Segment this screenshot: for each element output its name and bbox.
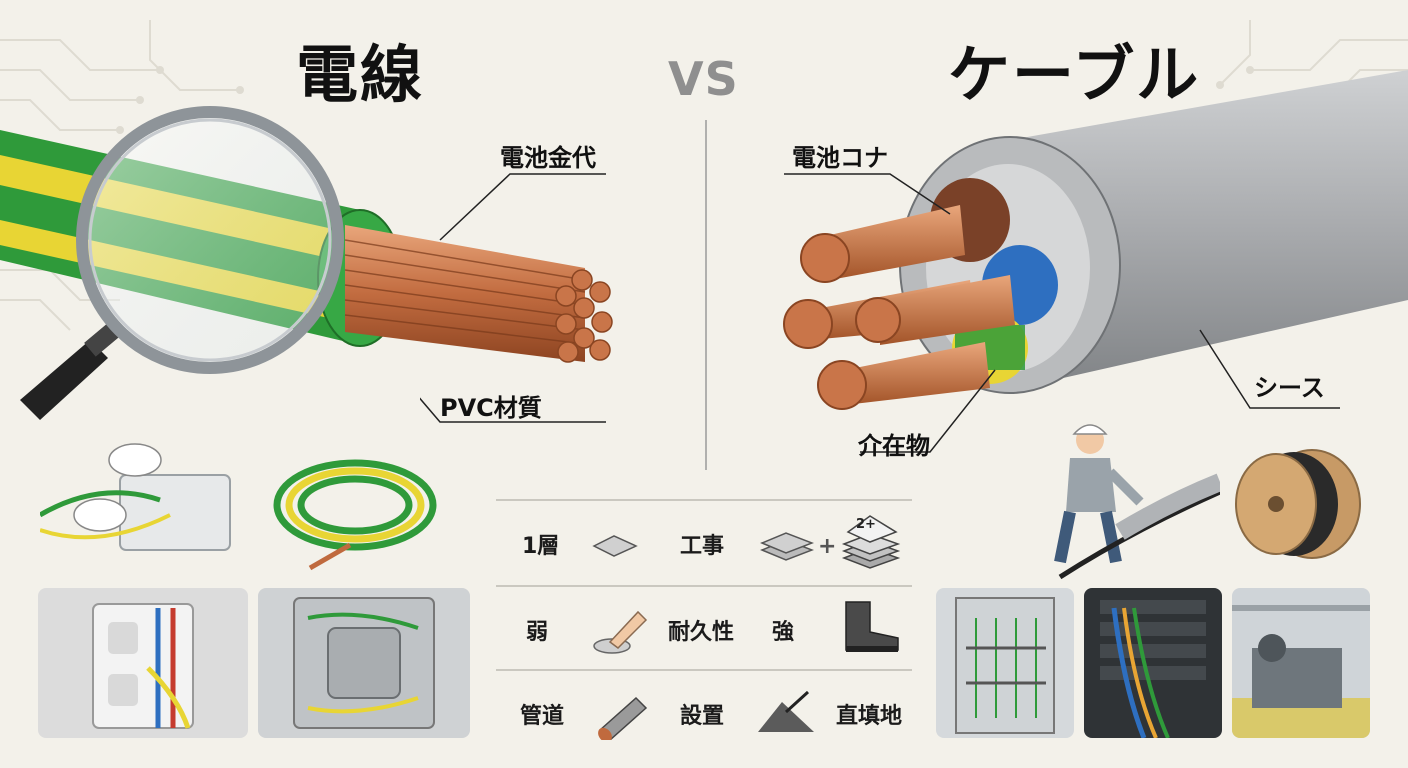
junction-box-hands-picture — [40, 443, 231, 551]
cable-sheath-callout: シース — [1254, 374, 1325, 402]
factory-machinery-photo — [1232, 588, 1370, 738]
switchgear-photo — [936, 588, 1074, 738]
wire-callout-lines — [420, 173, 606, 423]
row3-left-label: 管道 — [520, 704, 565, 729]
worker-pulling-cable-picture — [1054, 424, 1220, 580]
row2-center-label: 耐久性 — [668, 620, 735, 645]
work-boot-icon — [845, 601, 899, 652]
comparison-table-rules — [496, 499, 912, 671]
row1-center-label: 工事 — [680, 534, 725, 559]
row2-right-label: 強 — [772, 620, 795, 645]
row1-plus-sign: + — [818, 534, 837, 559]
row1-left-label: 1層 — [522, 534, 560, 559]
wire-coil-picture — [273, 459, 437, 571]
cable-illustration — [783, 70, 1408, 410]
cable-title: ケーブル — [948, 38, 1201, 111]
finger-press-icon — [593, 610, 648, 654]
row2-left-label: 弱 — [526, 620, 549, 645]
stacked-layers-icon — [841, 515, 901, 569]
wire-title: 電線 — [296, 38, 425, 111]
wire-conductor-callout: 電池金代 — [500, 144, 596, 172]
row3-center-label: 設置 — [680, 704, 725, 729]
outlet-photo — [38, 588, 248, 738]
cable-filler-callout: 介在物 — [858, 432, 930, 460]
wire-insulation-callout: PVC材質 — [440, 394, 542, 422]
cable-callout-lines — [784, 173, 1340, 453]
cable-conductor-callout: 電池コナ — [792, 144, 888, 172]
center-divider — [705, 120, 707, 470]
single-layer-icon — [592, 535, 638, 557]
cable-reel-picture — [1235, 449, 1361, 559]
conduit-pipe-icon — [598, 696, 648, 740]
row3-right-label: 直填地 — [836, 704, 903, 729]
junction-panel-photo — [258, 588, 470, 738]
wire-illustration — [0, 106, 613, 420]
buried-ground-icon — [758, 690, 814, 732]
vs-label: VS — [668, 52, 739, 106]
row1-layer-badge: 2+ — [856, 517, 876, 532]
multi-layer-icon — [760, 532, 814, 561]
server-rack-photo — [1084, 588, 1222, 738]
